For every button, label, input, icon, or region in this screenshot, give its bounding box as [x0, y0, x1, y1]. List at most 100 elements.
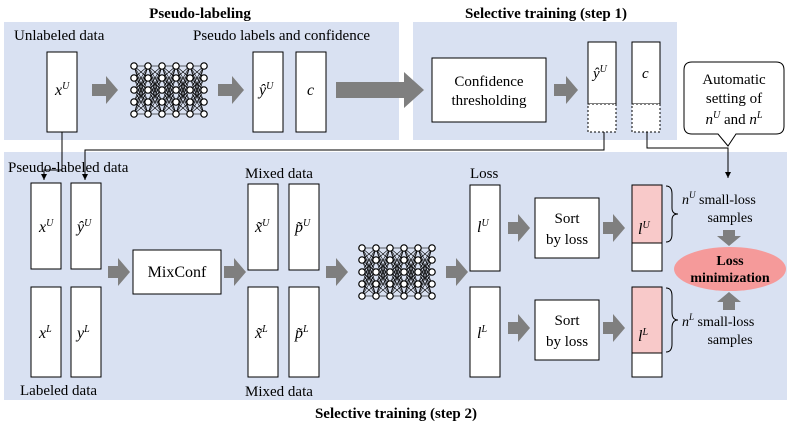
nn-edge: [189, 65, 205, 91]
arrow-to-pseudo-labels: [218, 76, 244, 104]
mixed-pL-symbol: p̃L: [294, 324, 309, 342]
loss-min-line1: Loss: [716, 254, 744, 269]
selected-confidence-remainder: [631, 103, 661, 133]
selective-step2-title: Selective training (step 2): [315, 406, 477, 422]
unlabeled-data-label: Unlabeled data: [14, 28, 105, 44]
nn-node: [414, 280, 422, 288]
nn-edge: [161, 65, 177, 91]
nn-edge: [147, 89, 163, 115]
arrow-from-mixconf: [224, 258, 246, 286]
nn-node: [130, 74, 138, 82]
nn-edge: [389, 247, 405, 285]
nn-edge: [389, 271, 405, 297]
mixconf-box: [132, 249, 222, 295]
confidence-box: [295, 51, 327, 133]
nn-edge: [147, 65, 163, 91]
brace-top: [665, 185, 679, 243]
nn-edge: [375, 259, 391, 297]
loss-label: Loss: [470, 166, 499, 182]
nn-node: [372, 280, 380, 288]
nn-node: [172, 110, 180, 118]
arrow-nU-to-lossmin: [717, 230, 741, 246]
nn-edge: [175, 65, 191, 91]
pl-y-symbol: ŷU: [75, 218, 92, 236]
mixed-xL-box: [247, 286, 279, 378]
arrow-to-selected-labels: [554, 76, 578, 104]
nn-edge: [375, 247, 391, 273]
sort-top-line1: Sort: [554, 211, 580, 227]
connector-conf-to-loss: [646, 132, 731, 178]
nn-node: [400, 280, 408, 288]
nn-node: [372, 244, 380, 252]
nn-node: [200, 86, 208, 94]
arrow-to-sort-bottom: [508, 314, 530, 342]
nn-node: [372, 256, 380, 264]
nn-edge: [161, 65, 177, 103]
nn-node: [414, 268, 422, 276]
arrow-to-network-top: [92, 76, 118, 104]
nn-edge: [175, 77, 191, 115]
nn-edge: [161, 65, 177, 115]
selected-confidence-symbol: c: [642, 66, 649, 82]
neural-network-bottom-icon: [358, 244, 436, 300]
sorted-loss-L-symbol: lL: [638, 327, 648, 345]
nn-node: [172, 62, 180, 70]
nn-node: [158, 98, 166, 106]
loss-L-symbol: lL: [477, 324, 487, 342]
loss-U-symbol: lU: [477, 218, 489, 236]
mixed-xU-symbol: x̃U: [254, 218, 270, 236]
nn-node: [144, 74, 152, 82]
nn-node: [386, 256, 394, 264]
nn-node: [386, 292, 394, 300]
nn-edge: [133, 77, 149, 115]
nn-node: [414, 244, 422, 252]
pseudo-label-symbol: ŷU: [257, 81, 274, 99]
arrow-nL-to-lossmin: [717, 292, 741, 310]
nn-node: [400, 292, 408, 300]
selected-pseudo-label-remainder: [587, 103, 617, 133]
nn-edge: [175, 65, 191, 103]
nn-node: [372, 292, 380, 300]
nn-edge: [361, 259, 377, 297]
callout-line3: nU and nL: [706, 110, 763, 128]
nn-node: [144, 62, 152, 70]
nn-node: [200, 62, 208, 70]
pseudo-labeled-data-label: Pseudo-labeled data: [8, 160, 129, 176]
nn-edge: [147, 77, 163, 115]
nn-edge: [189, 89, 205, 115]
nL-small-loss-line1: nL small-loss: [682, 312, 754, 330]
nn-edge: [417, 247, 433, 297]
selected-pseudo-label-box: [587, 41, 617, 105]
nn-node: [186, 74, 194, 82]
arrow-from-sort-bottom: [603, 314, 625, 342]
mixed-data-bottom-label: Mixed data: [245, 384, 313, 400]
nn-node: [130, 62, 138, 70]
loss-U-box: [469, 184, 501, 272]
nn-node: [358, 256, 366, 264]
nn-node: [428, 244, 436, 252]
mixed-pU-symbol: p̃U: [294, 218, 311, 236]
nn-node: [144, 86, 152, 94]
pl-y-box: [70, 182, 102, 270]
nn-edge: [417, 271, 433, 297]
nn-node: [428, 268, 436, 276]
confidence-thresholding-box: [431, 57, 547, 123]
arrow-to-network-bottom: [326, 258, 348, 286]
mixed-data-top-label: Mixed data: [245, 166, 313, 182]
connector-unlabeled-to-xU: [41, 132, 63, 180]
nn-edge: [361, 247, 377, 297]
nn-edge: [161, 77, 177, 115]
l-x-box: [30, 286, 62, 378]
sort-bot-line2: by loss: [546, 334, 588, 350]
nn-node: [158, 86, 166, 94]
labeled-data-label: Labeled data: [20, 383, 97, 399]
confidence-thresholding-line2: thresholding: [452, 93, 527, 109]
nn-edge: [389, 259, 405, 297]
confidence-thresholding-line1: Confidence: [454, 74, 523, 90]
nn-edge: [403, 247, 419, 285]
arrow-to-sort-top: [508, 214, 530, 242]
nn-edge: [375, 271, 391, 297]
unlabeled-x-box: [46, 51, 78, 133]
selected-confidence-box: [631, 41, 661, 105]
nn-edge: [417, 259, 433, 297]
